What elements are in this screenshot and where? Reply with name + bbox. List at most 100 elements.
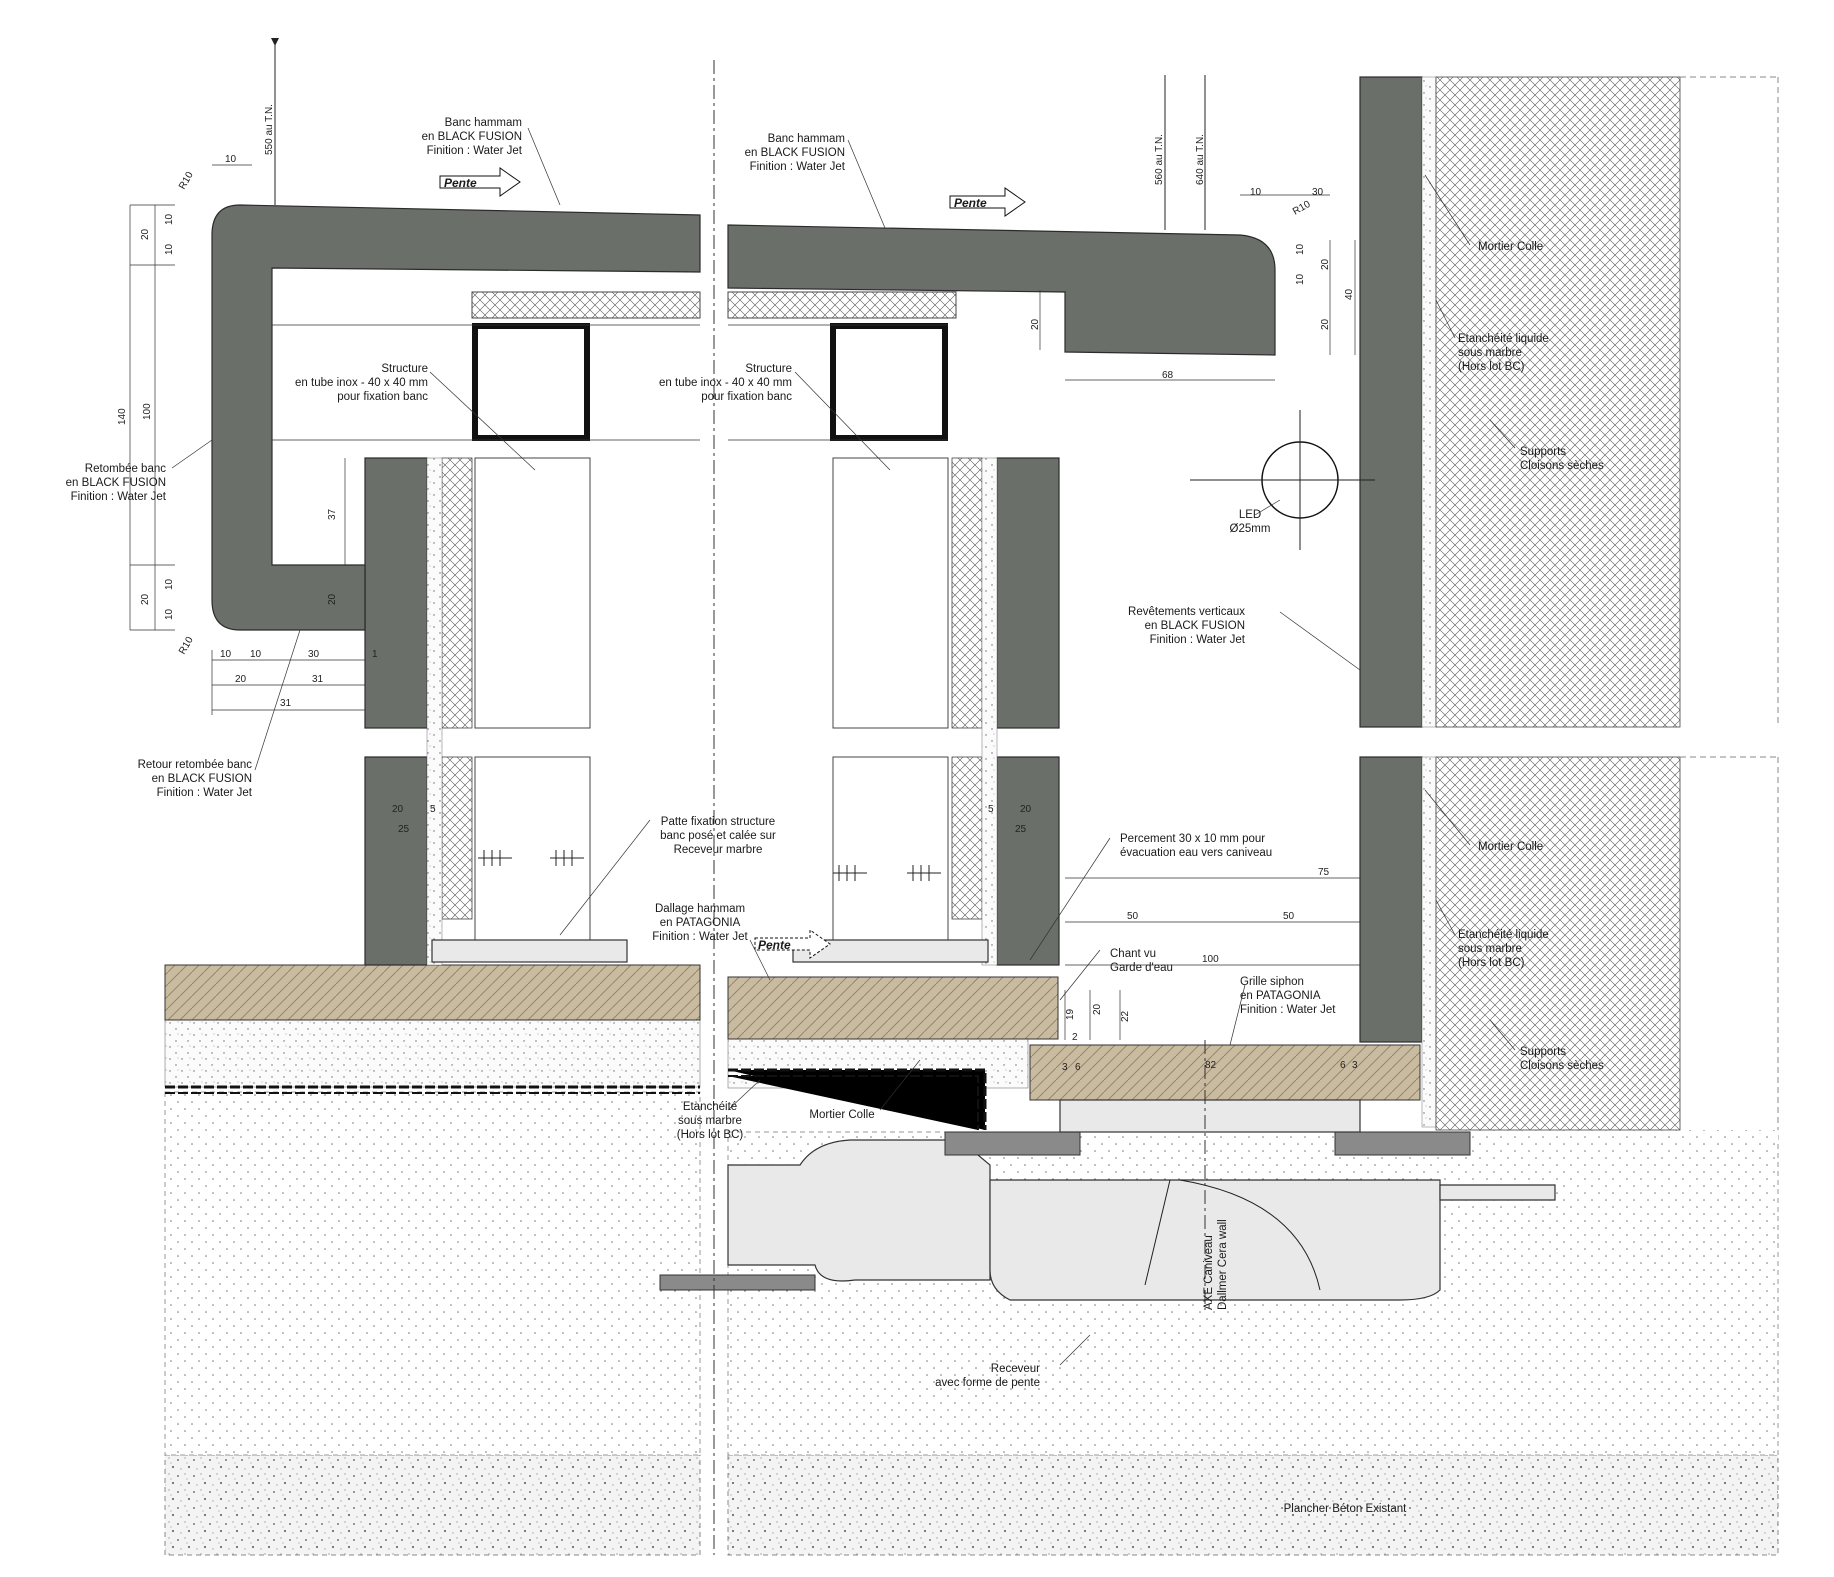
label-line: Structure — [745, 363, 792, 375]
label-line: Patte fixation structure — [661, 816, 775, 828]
post-left-top — [474, 457, 591, 729]
label-line: en BLACK FUSION — [422, 131, 522, 143]
leader-structure-left — [429, 371, 536, 471]
label-line: Finition : Water Jet — [652, 931, 748, 943]
label-line: Finition : Water Jet — [157, 787, 253, 799]
dim-20-bottom: 20 — [235, 674, 247, 685]
label-line: Mortier Colle — [809, 1109, 874, 1121]
dim-50-right: 50 — [1283, 911, 1295, 922]
dimension-lines — [129, 164, 1360, 1046]
leader-receiver — [1059, 1334, 1091, 1366]
label-line: en BLACK FUSION — [745, 147, 845, 159]
label-line: avec forme de pente — [935, 1377, 1040, 1389]
dim-30-right: 30 — [1312, 187, 1324, 198]
waterproof-line-right-2 — [728, 1075, 979, 1130]
wall-mortar-bottom — [1421, 756, 1437, 1128]
dim-10-left-d: 10 — [164, 608, 175, 620]
dim-22: 22 — [1120, 1010, 1131, 1022]
pente-arrow-floor: Pente — [754, 929, 831, 959]
mesh-mid-bottom — [951, 756, 983, 920]
label-line: pour fixation banc — [337, 391, 428, 403]
label-line: en BLACK FUSION — [152, 773, 252, 785]
screw-icon-left-1 — [478, 850, 512, 866]
drain-outlet — [1439, 1184, 1556, 1201]
dim-10-left-c: 10 — [164, 578, 175, 590]
label-line: (Hors lot BC) — [677, 1129, 744, 1141]
bench-guide-lines — [272, 324, 948, 441]
dim-5-floor-left: 5 — [430, 804, 436, 815]
grille-frame — [1059, 1099, 1361, 1133]
mesh-left-top — [441, 457, 473, 729]
label-line: AXE Caniveau — [1203, 1235, 1215, 1310]
leader-led — [1254, 499, 1281, 516]
leader-paving — [749, 939, 771, 981]
pente-arrow-left: Pente — [439, 167, 521, 197]
grille-siphon — [1029, 1044, 1421, 1101]
leader-apron-return — [254, 629, 301, 771]
label-line: Banc hammam — [768, 133, 845, 145]
dim-5-floor-mid: 5 — [988, 804, 994, 815]
label-line: Cloisons sèches — [1520, 1060, 1604, 1072]
led-symbol — [1190, 410, 1375, 550]
label-line: en BLACK FUSION — [66, 477, 166, 489]
dim-20-right-b: 20 — [1320, 318, 1331, 330]
dim-20-overhang: 20 — [1030, 318, 1041, 330]
leader-structure-right — [794, 371, 891, 471]
label-line: Finition : Water Jet — [427, 145, 523, 157]
receiver-left — [164, 1091, 701, 1456]
bench — [211, 204, 1276, 631]
leader-bench-right — [847, 139, 886, 229]
label-line: évacuation eau vers caniveau — [1120, 847, 1272, 859]
cladding-panel-left-bottom — [364, 756, 428, 966]
label-mortar-bottom: Mortier Colle — [1478, 841, 1543, 853]
concrete-slab-right — [727, 1454, 1779, 1556]
bench-left-stone — [211, 204, 701, 631]
dim-20-floor-mid: 20 — [1020, 804, 1032, 815]
label-line: Revêtements verticaux — [1128, 606, 1245, 618]
label-apron-return: Retour retombée banc en BLACK FUSION Finit… — [138, 759, 253, 799]
post-mid-bottom — [832, 756, 949, 943]
label-line: en tube inox - 40 x 40 mm — [295, 377, 428, 389]
pente-label-left: Pente — [444, 176, 477, 190]
dim-19: 19 — [1065, 1008, 1076, 1020]
dim-20-left-top: 20 — [140, 228, 151, 240]
dim-r10-top: R10 — [177, 170, 196, 192]
dim-20-left-bottom: 20 — [140, 593, 151, 605]
dim-r10-bottom: R10 — [177, 635, 196, 657]
paving-right — [727, 976, 1059, 1040]
label-mortar-top: Mortier Colle — [1478, 241, 1543, 253]
drain-flange-left — [944, 1131, 1081, 1156]
dim-75: 75 — [1318, 867, 1330, 878]
leader-supports-top — [1489, 419, 1516, 449]
cladding-panel-mid-top — [996, 457, 1060, 729]
leader-waterproof-bottom — [1435, 899, 1456, 936]
bracket-mid — [792, 939, 989, 963]
label-line: Finition : Water Jet — [71, 491, 167, 503]
label-line: Retour retombée banc — [138, 759, 253, 771]
dim-50-left: 50 — [1127, 911, 1139, 922]
dim-68: 68 — [1162, 370, 1174, 381]
left-structure — [364, 457, 1060, 966]
pente-arrow-right: Pente — [949, 187, 1026, 217]
mortar-strip-left — [426, 457, 443, 966]
dim-10-bottom-a: 10 — [220, 649, 232, 660]
post-mid-top — [832, 457, 949, 729]
level-640-label: 640 au T.N. — [1195, 134, 1206, 185]
label-line: Ø25mm — [1230, 523, 1271, 535]
cladding-panel-mid-bottom — [996, 756, 1060, 966]
label-line: Garde d'eau — [1110, 962, 1173, 974]
